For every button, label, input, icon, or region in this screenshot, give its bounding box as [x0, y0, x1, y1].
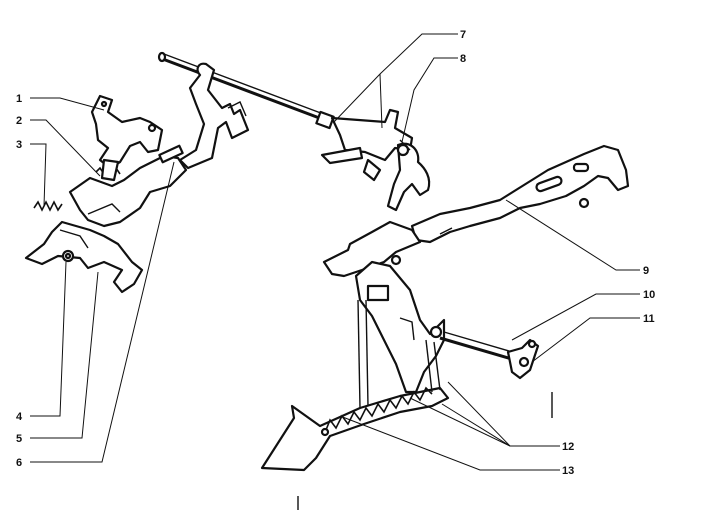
- callout-labels: 1 2 3 4 5 6 7 8 9 10 11 12 13: [16, 29, 655, 477]
- callout-13: 13: [562, 465, 574, 477]
- central-bracket: [322, 220, 446, 394]
- foot-lever-12: [260, 299, 450, 472]
- rod-end-fitting-11: [506, 338, 540, 380]
- upper-plate-1: [90, 94, 164, 170]
- callout-8: 8: [460, 53, 466, 65]
- callout-9: 9: [643, 265, 649, 277]
- callout-7: 7: [460, 29, 466, 41]
- upper-shaft: [157, 51, 335, 130]
- callout-12: 12: [562, 441, 574, 453]
- bent-link-6: [178, 62, 250, 170]
- callout-5: 5: [16, 433, 22, 445]
- callout-2: 2: [16, 115, 22, 127]
- leader-lines: [30, 33, 640, 471]
- callout-3: 3: [16, 139, 22, 151]
- lower-plate-4-5: [24, 220, 144, 294]
- tension-spring-13: [320, 386, 433, 437]
- callout-11: 11: [643, 313, 655, 325]
- callout-4: 4: [16, 411, 23, 423]
- shifter-assembly-7-8: [320, 108, 431, 212]
- cam-plate-5-6: [68, 144, 188, 228]
- callout-6: 6: [16, 457, 22, 469]
- slotted-bar-9: [410, 144, 630, 244]
- callout-10: 10: [643, 289, 655, 301]
- spring-clip-2: [95, 158, 121, 182]
- coil-spring-3: [33, 200, 63, 212]
- callout-1: 1: [16, 93, 22, 105]
